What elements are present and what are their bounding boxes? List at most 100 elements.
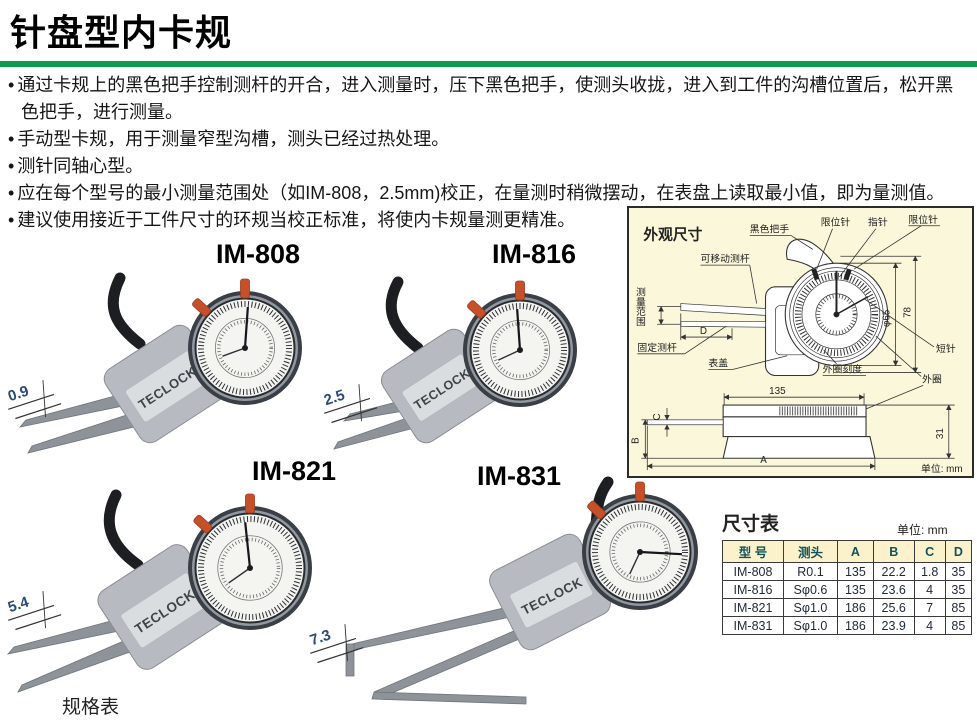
tip-dimension-annotation: 0.9 xyxy=(6,380,62,420)
limit-pin xyxy=(193,514,213,534)
gauge-body: TECLOCK xyxy=(489,533,611,651)
size-table-cell: 1.8 xyxy=(913,562,946,581)
size-table-title: 尺寸表 xyxy=(722,514,780,535)
black-handle xyxy=(385,276,424,354)
diagram-label-black-handle: 黑色把手 xyxy=(750,223,790,236)
size-table-cell: R0.1 xyxy=(782,562,838,581)
black-handle xyxy=(103,489,144,571)
limit-pin xyxy=(192,298,211,317)
size-table-cell: 186 xyxy=(836,598,874,617)
diagram-label-dial-cover: 表盖 xyxy=(708,357,728,370)
feature-list: 通过卡规上的黑色把手控制测杆的开合，进入测量时，压下黑色把手，使测头收拢，进入到… xyxy=(8,72,970,234)
dial-short-needle xyxy=(629,551,641,575)
product-image-im-831: TECLOCK 7.3 xyxy=(308,476,698,705)
feature-item: 手动型卡规，用于测量窄型沟槽，测头已经过热处理。 xyxy=(8,126,970,153)
diagram-label-w135: 135 xyxy=(769,386,786,397)
diagram-label-short-needle: 短针 xyxy=(936,342,956,355)
diagram-label-pointer: 指针 xyxy=(868,216,888,229)
size-table-cell: Sφ0.6 xyxy=(782,580,838,599)
size-table-cell: 25.6 xyxy=(872,598,915,617)
diagram-label-limit-pin-left: 限位针 xyxy=(821,216,851,229)
diagram-side-view xyxy=(641,393,955,471)
dial-needle xyxy=(243,307,249,349)
size-table-header-cell: B xyxy=(872,540,915,563)
diagram-label-dim-d: D xyxy=(700,326,707,337)
size-table-cell: Sφ1.0 xyxy=(782,616,838,635)
size-table-cell: IM-816 xyxy=(722,580,784,599)
dial-needle xyxy=(639,550,683,556)
size-table-unit: 单位: mm xyxy=(897,523,948,537)
caliper-tip-hook xyxy=(371,691,527,705)
limit-pin xyxy=(245,493,255,514)
size-table-cell: 4 xyxy=(913,616,946,635)
size-table-cell: IM-821 xyxy=(722,598,784,617)
tip-dimension-value: 7.3 xyxy=(308,627,333,650)
feature-item: 通过卡规上的黑色把手控制测杆的开合，进入测量时，压下黑色把手，使测头收拢，进入到… xyxy=(8,72,970,126)
size-table-header-cell: A xyxy=(836,540,874,563)
model-label-im-808: IM-808 xyxy=(216,239,301,269)
size-table-cell: 186 xyxy=(836,616,874,635)
size-table-cell: IM-808 xyxy=(722,562,784,581)
tip-dimension-value: 5.4 xyxy=(6,593,32,616)
dial-needle xyxy=(516,309,522,351)
appearance-dimensions-panel: 外观尺寸 黑色把手 xyxy=(627,206,974,478)
limit-pin xyxy=(515,280,525,301)
size-table-header-cell: D xyxy=(944,540,973,563)
model-label-im-821: IM-821 xyxy=(252,456,337,486)
tip-dimension-value: 0.9 xyxy=(6,383,31,406)
size-table-cell: 35 xyxy=(944,562,973,581)
technical-drawing: 外观尺寸 黑色把手 xyxy=(630,213,963,475)
dial-short-needle xyxy=(222,347,246,357)
tip-dimension-annotation: 5.4 xyxy=(6,591,62,631)
dial-needle xyxy=(244,522,252,569)
diagram-label-movable-rod: 可移动测杆 xyxy=(700,252,749,265)
diagram-label-limit-pin-right: 限位针 xyxy=(908,213,938,226)
feature-item: 建议使用接近于工件尺寸的环规当校正标准，将使内卡规量测更精准。 xyxy=(8,207,970,234)
size-table-cell: 35 xyxy=(944,580,973,599)
model-label-im-831: IM-831 xyxy=(477,461,562,491)
diagram-label-outer-ring: 外圈 xyxy=(922,373,942,385)
diagram-label-dim-c: C xyxy=(652,413,663,420)
diagram-label-h31: 31 xyxy=(935,428,946,439)
diagram-unit: 单位: mm xyxy=(921,462,963,475)
size-table-cell: 4 xyxy=(913,580,946,599)
black-handle xyxy=(107,272,146,350)
limit-pin xyxy=(240,278,250,299)
size-table-cell: Sφ1.0 xyxy=(782,598,838,617)
diagram-title: 外观尺寸 xyxy=(642,226,702,244)
spec-table-label: 规格表 xyxy=(62,697,120,718)
diagram-label-dia65: φ65 xyxy=(882,309,893,327)
size-table-cell: 85 xyxy=(944,616,973,635)
size-table-cell: 7 xyxy=(913,598,946,617)
size-table-header-cell: 型 号 xyxy=(722,540,784,563)
size-table-cell: IM-831 xyxy=(722,616,784,635)
tip-dimension-annotation: 7.3 xyxy=(308,624,364,664)
dial-short-needle xyxy=(498,349,521,361)
tip-dimension-annotation: 2.5 xyxy=(322,384,378,424)
limit-pin xyxy=(635,481,645,502)
size-table-cell: 23.9 xyxy=(872,616,915,635)
size-table-cell: 135 xyxy=(836,580,874,599)
limit-pin xyxy=(587,500,606,520)
size-table-cell: 22.2 xyxy=(872,562,915,581)
model-label-im-816: IM-816 xyxy=(492,239,577,269)
diagram-label-dim-a: A xyxy=(760,455,767,466)
diagram-label-measuring-range: 测量范围 xyxy=(634,285,646,327)
size-table-header-cell: 测头 xyxy=(782,540,838,563)
feature-item: 测针同轴心型。 xyxy=(8,153,970,180)
limit-pin xyxy=(467,300,486,319)
size-table-header-cell: C xyxy=(913,540,946,563)
page-title: 针盘型内卡规 xyxy=(10,12,233,53)
diagram-front-view xyxy=(680,238,889,377)
feature-item: 应在每个型号的最小测量范围处（如IM-808，2.5mm)校正，在量测时稍微摆动… xyxy=(8,180,970,207)
size-table-cell: 135 xyxy=(836,562,874,581)
